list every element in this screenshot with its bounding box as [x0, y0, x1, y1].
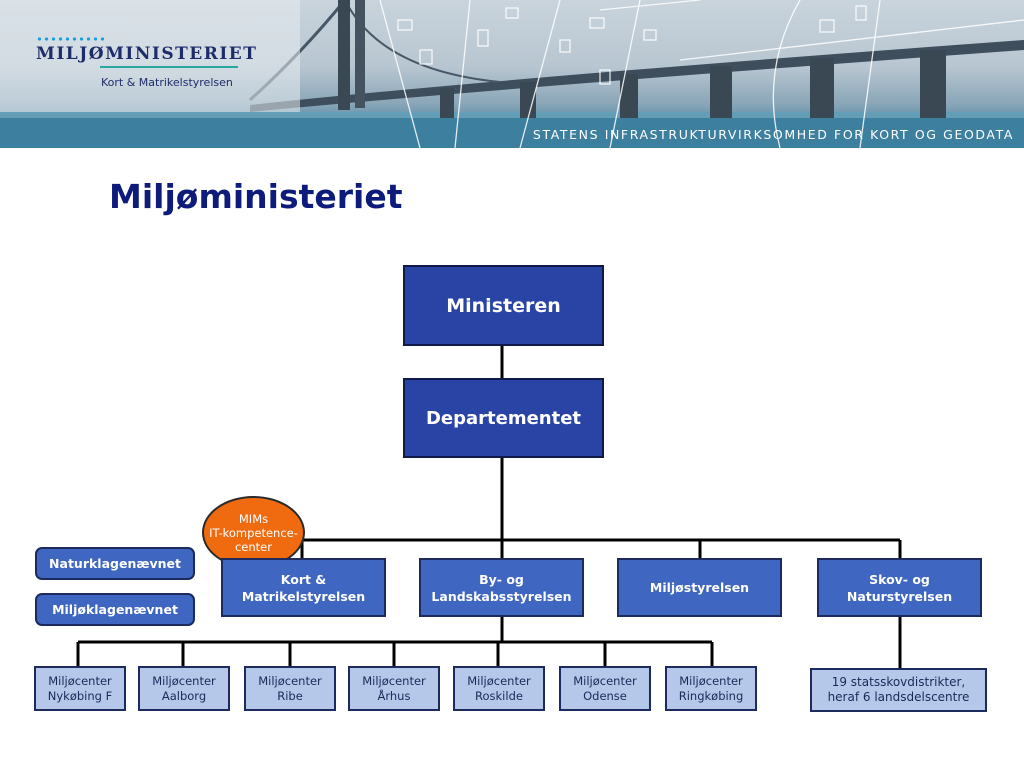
org-box-naturklagenaevnet: Naturklagenævnet — [35, 547, 195, 580]
org-box-label: Miljøcenter Nykøbing F — [47, 673, 113, 703]
org-box-label: Skov- og Naturstyrelsen — [846, 571, 953, 604]
org-box-miljocenter-roskilde: Miljøcenter Roskilde — [453, 666, 545, 711]
org-box-miljocenter-nykobing-f: Miljøcenter Nykøbing F — [34, 666, 126, 711]
org-box-label: Miljøklagenævnet — [52, 602, 178, 617]
org-box-miljocenter-odense: Miljøcenter Odense — [559, 666, 651, 711]
org-box-ministeren: Ministeren — [403, 265, 604, 346]
org-box-departementet: Departementet — [403, 378, 604, 458]
org-box-label: Miljøcenter Aalborg — [152, 673, 216, 703]
org-box-label: Kort & Matrikelstyrelsen — [241, 571, 366, 604]
page-title: Miljøministeriet — [109, 177, 403, 216]
org-box-miljoklagenaevnet: Miljøklagenævnet — [35, 593, 195, 626]
bridge-illustration — [0, 0, 1024, 148]
logo-dots-decoration — [36, 37, 104, 41]
org-box-label: Departementet — [425, 407, 582, 429]
it-center-label: MIMs IT-kompetence- center — [209, 511, 298, 554]
header-banner: MILJØMINISTERIET Kort & Matrikelstyrelse… — [0, 0, 1024, 148]
org-box-miljostyrelsen: Miljøstyrelsen — [617, 558, 782, 617]
org-box-by-og-landskabsstyrelsen: By- og Landskabsstyrelsen — [419, 558, 584, 617]
ministry-logo-title: MILJØMINISTERIET — [36, 44, 258, 64]
org-box-label: 19 statsskovdistrikter, heraf 6 landsdel… — [827, 675, 970, 704]
agency-logo-subtitle: Kort & Matrikelstyrelsen — [101, 76, 233, 89]
org-box-skov-og-naturstyrelsen: Skov- og Naturstyrelsen — [817, 558, 982, 617]
logo-divider — [100, 66, 238, 68]
org-box-label: Miljøcenter Odense — [573, 673, 637, 703]
org-box-label: Miljøcenter Roskilde — [467, 673, 531, 703]
org-box-label: Miljøcenter Ribe — [258, 673, 322, 703]
org-box-miljocenter-ribe: Miljøcenter Ribe — [244, 666, 336, 711]
org-box-miljocenter-ringkobing: Miljøcenter Ringkøbing — [665, 666, 757, 711]
org-box-label: By- og Landskabsstyrelsen — [431, 571, 572, 604]
banner-caption: STATENS INFRASTRUKTURVIRKSOMHED FOR KORT… — [532, 127, 1014, 142]
org-box-label: Ministeren — [446, 294, 561, 317]
org-box-miljocenter-aalborg: Miljøcenter Aalborg — [138, 666, 230, 711]
org-box-label: Miljøstyrelsen — [649, 580, 750, 595]
org-box-statsskovdistrikter: 19 statsskovdistrikter, heraf 6 landsdel… — [810, 668, 987, 712]
org-box-label: Miljøcenter Århus — [362, 673, 426, 703]
org-box-label: Naturklagenævnet — [49, 556, 181, 571]
org-box-kort-matrikelstyrelsen: Kort & Matrikelstyrelsen — [221, 558, 386, 617]
org-box-miljocenter-arhus: Miljøcenter Århus — [348, 666, 440, 711]
org-box-label: Miljøcenter Ringkøbing — [678, 673, 744, 703]
